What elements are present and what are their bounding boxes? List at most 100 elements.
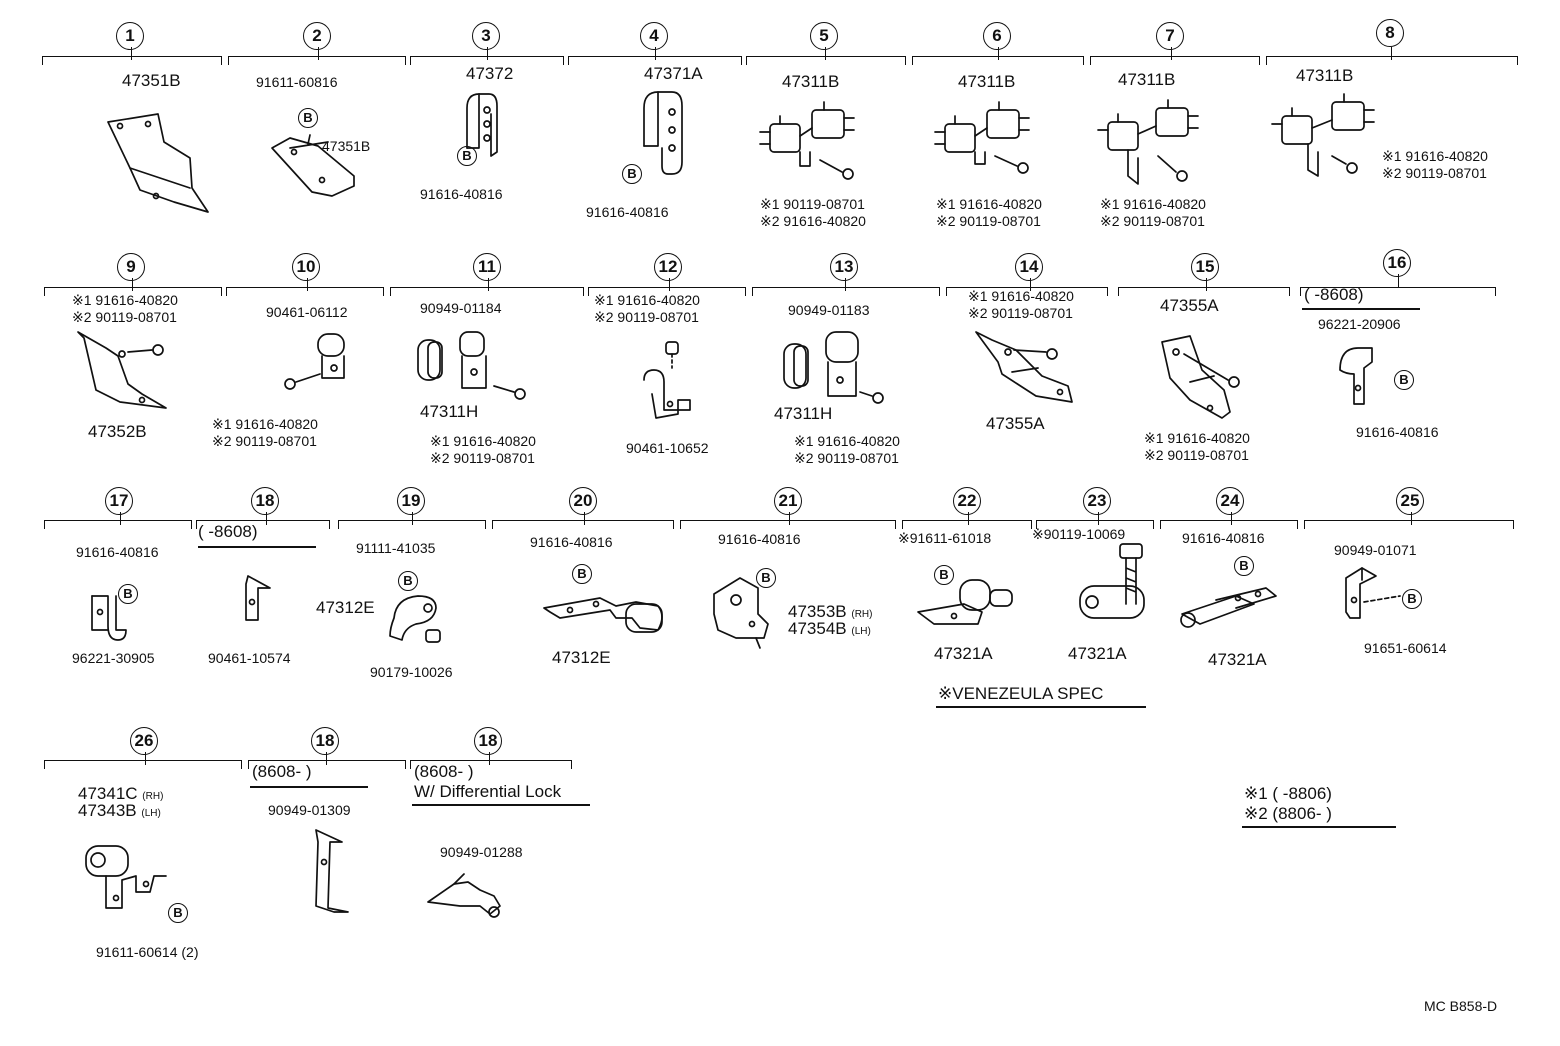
bracket-stem xyxy=(1171,47,1172,60)
bolt-marker-b-icon: B xyxy=(572,564,592,584)
bracket-stem xyxy=(131,47,132,60)
bracket-stem xyxy=(487,47,488,60)
callout-number: 16 xyxy=(1383,249,1411,277)
bolt-marker-b-icon: B xyxy=(756,568,776,588)
clip-part-icon xyxy=(1339,347,1373,405)
part-label: ※2 90119-08701 xyxy=(968,305,1073,321)
bracket-stem xyxy=(1231,512,1232,525)
bolt-marker-b-icon: B xyxy=(622,164,642,184)
callout-number: 5 xyxy=(810,22,838,50)
legend-line-1: ※1 ( -8806) xyxy=(1244,784,1332,803)
part-label: 91616-40816 xyxy=(530,534,613,550)
part-label: 90461-10574 xyxy=(208,650,291,666)
bracket-clamp-part-icon xyxy=(543,597,663,633)
part-label: 47355A xyxy=(1160,296,1219,315)
bracket-stem xyxy=(584,512,585,525)
callout-number: 18 xyxy=(311,727,339,755)
bracket-stem xyxy=(825,47,826,60)
bracket-clamp-part-icon xyxy=(85,845,167,909)
spec-underline xyxy=(936,706,1146,708)
part-label: 96221-30905 xyxy=(72,650,155,666)
clip-part-icon xyxy=(417,331,526,400)
part-label: 91616-40816 xyxy=(420,186,503,202)
bolt-marker-b-icon: B xyxy=(398,571,418,591)
part-label: 47343B (LH) xyxy=(78,801,161,820)
part-label: 47311H xyxy=(774,404,833,423)
callout-number: 2 xyxy=(303,22,331,50)
clamp-part-icon xyxy=(643,341,691,419)
callout-number: 21 xyxy=(774,487,802,515)
callout-number: 24 xyxy=(1216,487,1244,515)
part-label: 91651-60614 xyxy=(1364,640,1447,656)
bracket-line xyxy=(1300,287,1496,296)
part-label: 47351B xyxy=(322,138,371,154)
bracket-line xyxy=(1304,520,1514,529)
callout-number: 3 xyxy=(472,22,500,50)
bracket-stem xyxy=(998,47,999,60)
date-underline xyxy=(1302,308,1420,310)
part-label: ( -8608) xyxy=(1304,285,1364,304)
junction-part-icon xyxy=(934,101,1030,174)
callout-number: 15 xyxy=(1191,253,1219,281)
bracket-part-icon xyxy=(271,134,355,197)
callout-number: 14 xyxy=(1015,253,1043,281)
part-label: 90949-01071 xyxy=(1334,542,1417,558)
bracket-stem xyxy=(789,512,790,525)
junction-part-icon xyxy=(1097,99,1199,185)
part-label: 47321A xyxy=(934,644,993,663)
bracket-stem xyxy=(845,278,846,291)
bracket-stem xyxy=(326,752,327,765)
bracket-stem xyxy=(1206,278,1207,291)
bracket-line xyxy=(1036,520,1154,529)
bolt-marker-b-icon: B xyxy=(1402,589,1422,609)
bracket-line xyxy=(1118,287,1290,296)
callout-number: 18 xyxy=(251,487,279,515)
callout-number: 13 xyxy=(830,253,858,281)
union-bracket-part-icon xyxy=(1180,587,1277,628)
callout-number: 19 xyxy=(397,487,425,515)
spec-note: ※VENEZEULA SPEC xyxy=(938,684,1104,703)
clip-part-icon xyxy=(245,575,271,621)
callout-number: 22 xyxy=(953,487,981,515)
part-label: 47312E xyxy=(552,648,611,667)
part-label: 47311B xyxy=(782,72,840,91)
callout-number: 7 xyxy=(1156,22,1184,50)
drawing-code: MC B858-D xyxy=(1424,998,1498,1014)
callout-number: 4 xyxy=(640,22,668,50)
part-label: 91616-40816 xyxy=(718,531,801,547)
bracket-stem xyxy=(1030,278,1031,291)
bracket-line xyxy=(228,56,406,65)
part-label: 47312E xyxy=(316,598,375,617)
part-label: ※1 91616-40820 xyxy=(594,292,700,308)
part-label: ※2 90119-08701 xyxy=(594,309,699,325)
bracket-part-icon xyxy=(975,331,1073,403)
bracket-stem xyxy=(1098,512,1099,525)
callout-number: 18 xyxy=(474,727,502,755)
part-label: ※1 91616-40820 xyxy=(72,292,178,308)
bracket-line xyxy=(196,520,330,529)
part-label: 47321A xyxy=(1208,650,1267,669)
part-label: 91611-60816 xyxy=(256,74,338,90)
bolt-marker-b-icon: B xyxy=(1234,556,1254,576)
bracket-stem xyxy=(145,752,146,765)
part-label: (8608- ) xyxy=(252,762,312,781)
date-underline xyxy=(250,786,368,788)
bracket-stem xyxy=(669,278,670,291)
callout-number: 9 xyxy=(117,253,145,281)
bracket-part-icon xyxy=(77,331,167,409)
bracket-line xyxy=(680,520,896,529)
junction-part-icon xyxy=(1271,93,1375,177)
date-underline xyxy=(198,546,316,548)
part-label: 91616-40816 xyxy=(586,204,669,220)
junction-part-icon xyxy=(759,101,855,180)
bracket-stem xyxy=(968,512,969,525)
clip-part-icon xyxy=(91,595,127,641)
bracket-part-icon xyxy=(713,577,769,649)
part-label: 91616-40816 xyxy=(1182,530,1265,546)
part-label: 47352B xyxy=(88,422,147,441)
part-label: ※1 90119-08701 xyxy=(760,196,865,212)
bracket-stem xyxy=(489,752,490,765)
callout-number: 1 xyxy=(116,22,144,50)
bracket-stem xyxy=(266,512,267,525)
bracket-line xyxy=(226,287,384,296)
